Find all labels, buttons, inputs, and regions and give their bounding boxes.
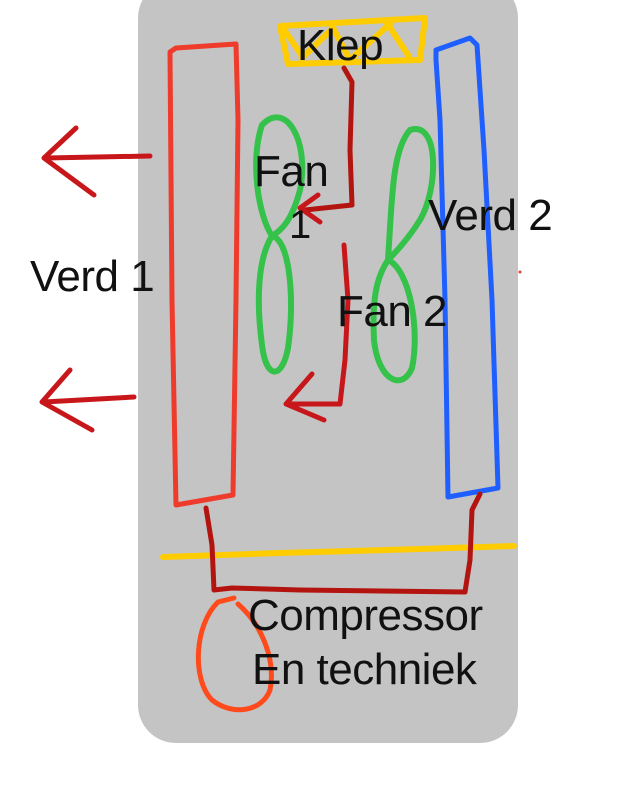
compressor-loop — [195, 595, 274, 713]
label-compressor-line2: En techniek — [252, 645, 477, 694]
label-fan-2: Fan 2 — [337, 287, 448, 336]
pipe-valve-to-fan1 — [302, 65, 355, 213]
label-verd-2: Verd 2 — [428, 191, 553, 240]
evaporator-1 — [167, 41, 241, 508]
valve-box — [277, 15, 428, 67]
label-verd-1: Verd 1 — [30, 252, 155, 301]
fan1-inner-arrow — [297, 192, 323, 225]
speck — [518, 270, 522, 274]
evaporator-2 — [433, 35, 501, 500]
label-compressor-line1: Compressor — [248, 591, 483, 640]
airflow-arrow-left-bottom — [39, 367, 137, 433]
fan-2-blades — [370, 126, 437, 384]
label-fan-1-line2: 1 — [289, 203, 311, 247]
pipe-to-compressor — [203, 491, 483, 595]
airflow-arrow-inner — [285, 242, 351, 407]
airflow-arrow-inner-head — [283, 371, 327, 423]
fan-1-blades — [253, 114, 306, 375]
compartment-divider — [160, 543, 517, 560]
label-klep: Klep — [297, 21, 384, 70]
label-fan-1-line1: Fan — [254, 147, 329, 196]
airflow-arrow-left-top — [41, 125, 153, 198]
